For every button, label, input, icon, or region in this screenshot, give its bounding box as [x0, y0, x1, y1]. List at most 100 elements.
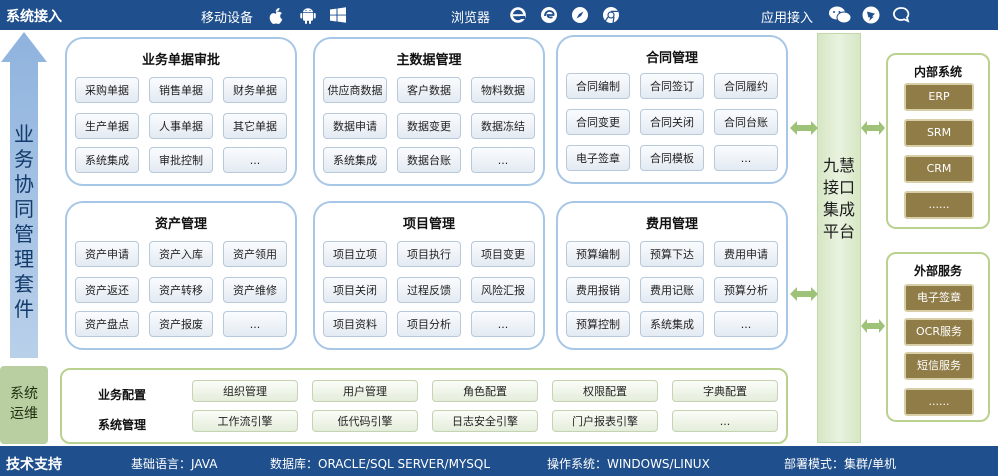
module-item[interactable]: 电子签章 — [566, 145, 630, 171]
ops-item[interactable]: 门户报表引擎 — [552, 410, 658, 432]
chrome-icon — [600, 4, 622, 26]
module-item[interactable]: 项目执行 — [397, 241, 461, 267]
ops-item[interactable]: 角色配置 — [432, 380, 538, 402]
module-contract: 合同管理 合同编制 合同签订 合同履约 合同变更 合同关闭 合同台账 电子签章 … — [556, 35, 788, 184]
ops-item[interactable]: 工作流引擎 — [192, 410, 298, 432]
module-title: 费用管理 — [645, 217, 698, 232]
system-item[interactable]: CRM — [904, 155, 974, 183]
mobile-label: 移动设备 — [201, 11, 254, 26]
module-item[interactable]: 项目变更 — [471, 241, 535, 267]
module-item[interactable]: 项目立项 — [323, 241, 387, 267]
module-item[interactable]: 合同编制 — [566, 73, 630, 99]
module-title: 合同管理 — [645, 51, 698, 66]
ops-row-label: 业务配置 — [98, 388, 147, 402]
service-item[interactable]: ...... — [904, 388, 974, 416]
module-item[interactable]: 费用报销 — [566, 277, 630, 303]
module-item[interactable]: 资产维修 — [223, 277, 287, 303]
module-item[interactable]: ... — [471, 311, 535, 337]
ops-item[interactable]: 低代码引擎 — [312, 410, 418, 432]
module-item[interactable]: 资产盘点 — [75, 311, 139, 337]
double-arrow-icon — [790, 121, 818, 135]
module-item[interactable]: 预算控制 — [566, 311, 630, 337]
module-title: 资产管理 — [154, 217, 207, 232]
module-item[interactable]: 系统集成 — [323, 147, 387, 173]
deploy-info: 部署模式：集群/单机 — [784, 457, 897, 471]
module-item[interactable]: 资产返还 — [75, 277, 139, 303]
module-item[interactable]: 合同台账 — [714, 109, 778, 135]
service-item[interactable]: 短信服务 — [904, 352, 974, 380]
ops-box — [0, 366, 48, 444]
module-item[interactable]: ... — [223, 311, 287, 337]
module-asset: 资产管理 资产申请 资产入库 资产领用 资产返还 资产转移 资产维修 资产盘点 … — [65, 201, 297, 350]
module-item[interactable]: 合同关闭 — [640, 109, 704, 135]
browser-label: 浏览器 — [451, 11, 491, 26]
ops-item[interactable]: ... — [672, 410, 778, 432]
module-item[interactable]: 采购单据 — [75, 77, 139, 103]
module-item[interactable]: 合同履约 — [714, 73, 778, 99]
external-services-title: 外部服务 — [913, 264, 962, 278]
module-item[interactable]: 费用申请 — [714, 241, 778, 267]
module-item[interactable]: 系统集成 — [640, 311, 704, 337]
module-item[interactable]: 数据申请 — [323, 113, 387, 139]
module-title: 主数据管理 — [396, 53, 462, 68]
os-info: 操作系统：WINDOWS/LINUX — [547, 457, 710, 471]
module-item[interactable]: 资产领用 — [223, 241, 287, 267]
system-item[interactable]: SRM — [904, 119, 974, 147]
module-item[interactable]: 财务单据 — [223, 77, 287, 103]
module-item[interactable]: 资产申请 — [75, 241, 139, 267]
system-item[interactable]: ...... — [904, 191, 974, 219]
double-arrow-icon — [861, 319, 885, 333]
module-item[interactable]: 预算分析 — [714, 277, 778, 303]
internal-systems-box: 内部系统 ERP SRM CRM ...... — [886, 53, 990, 229]
ops-label: 系统运维 — [10, 386, 38, 422]
module-item[interactable]: 供应商数据 — [323, 77, 387, 103]
module-item[interactable]: 系统集成 — [75, 147, 139, 173]
database-info: 数据库：ORACLE/SQL SERVER/MYSQL — [270, 457, 491, 471]
module-item[interactable]: 风险汇报 — [471, 277, 535, 303]
module-item[interactable]: 合同模板 — [640, 145, 704, 171]
integration-gateway — [817, 33, 861, 443]
module-item[interactable]: 生产单据 — [75, 113, 139, 139]
module-title: 项目管理 — [402, 217, 455, 232]
ops-item[interactable]: 日志安全引擎 — [432, 410, 538, 432]
edge-icon — [538, 4, 560, 26]
module-item[interactable]: 资产报废 — [149, 311, 213, 337]
module-item[interactable]: ... — [223, 147, 287, 173]
module-item[interactable]: 审批控制 — [149, 147, 213, 173]
module-item[interactable]: 其它单据 — [223, 113, 287, 139]
module-item[interactable]: 预算下达 — [640, 241, 704, 267]
module-item[interactable]: 客户数据 — [397, 77, 461, 103]
gateway-label: 九慧接口集成平台 — [822, 156, 855, 241]
module-item[interactable]: 资产入库 — [149, 241, 213, 267]
ops-item[interactable]: 权限配置 — [552, 380, 658, 402]
module-item[interactable]: 项目分析 — [397, 311, 461, 337]
module-item[interactable]: 人事单据 — [149, 113, 213, 139]
service-item[interactable]: 电子签章 — [904, 284, 974, 312]
suite-label: 业务协同管理套件 — [14, 122, 34, 321]
module-item[interactable]: ... — [471, 147, 535, 173]
module-item[interactable]: 合同签订 — [640, 73, 704, 99]
android-icon — [297, 4, 319, 26]
module-item[interactable]: 资产转移 — [149, 277, 213, 303]
module-item[interactable]: 项目资料 — [323, 311, 387, 337]
module-item[interactable]: 合同变更 — [566, 109, 630, 135]
system-item[interactable]: ERP — [904, 83, 974, 111]
module-item[interactable]: ... — [714, 311, 778, 337]
service-item[interactable]: OCR服务 — [904, 318, 974, 346]
module-item[interactable]: 数据冻结 — [471, 113, 535, 139]
module-item[interactable]: 物料数据 — [471, 77, 535, 103]
windows-icon — [327, 4, 349, 26]
module-item[interactable]: ... — [714, 145, 778, 171]
module-item[interactable]: 数据台账 — [397, 147, 461, 173]
ops-item[interactable]: 组织管理 — [192, 380, 298, 402]
ops-item[interactable]: 字典配置 — [672, 380, 778, 402]
module-item[interactable]: 项目关闭 — [323, 277, 387, 303]
module-item[interactable]: 预算编制 — [566, 241, 630, 267]
access-bar: 系统接入 移动设备 浏览器 应用接入 — [0, 0, 998, 30]
double-arrow-icon — [861, 121, 885, 135]
module-item[interactable]: 过程反馈 — [397, 277, 461, 303]
module-item[interactable]: 销售单据 — [149, 77, 213, 103]
ops-item[interactable]: 用户管理 — [312, 380, 418, 402]
module-item[interactable]: 数据变更 — [397, 113, 461, 139]
module-item[interactable]: 费用记账 — [640, 277, 704, 303]
